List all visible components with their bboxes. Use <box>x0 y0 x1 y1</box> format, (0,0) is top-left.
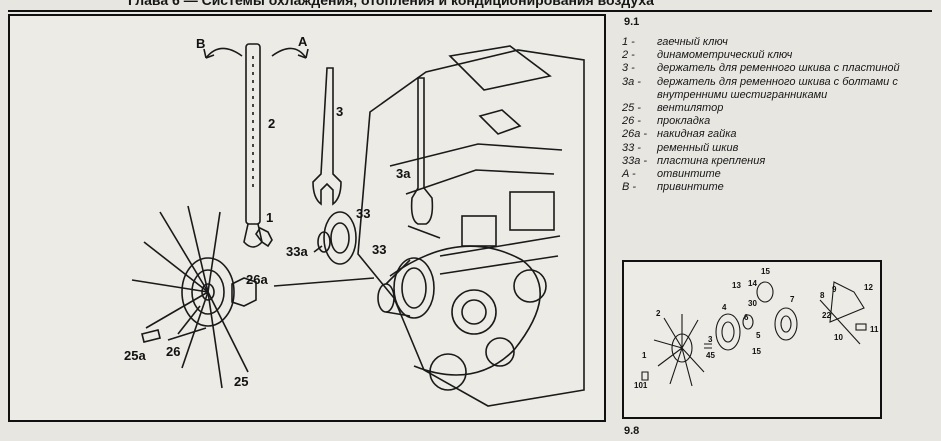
part-101: 101 <box>634 381 648 390</box>
pulley-15 <box>756 281 774 303</box>
part-22: 22 <box>822 311 831 320</box>
exploded-view-illustration: 15 13 14 30 8 9 12 4 7 22 2 6 5 3 45 15 … <box>634 267 879 390</box>
label-26: 26 <box>166 344 180 359</box>
arrow-a <box>271 47 307 59</box>
legend-item: 3 -держатель для ременного шкива с пласт… <box>622 62 900 75</box>
part-9: 9 <box>832 285 837 294</box>
wrench-1 <box>255 226 273 248</box>
part-2: 2 <box>656 309 661 318</box>
legend-item: 25 -вентилятор <box>622 102 724 115</box>
legend-item: 3a -держатель для ременного шкива с болт… <box>622 75 898 101</box>
legend-item: B -привинтите <box>622 181 724 194</box>
engine-block <box>357 49 585 407</box>
label-3a: 3a <box>396 166 411 181</box>
legend-item: 33 -ременный шкив <box>622 141 739 154</box>
label-33a: 33a <box>286 244 308 259</box>
bracket-12 <box>829 281 865 323</box>
union-nut-26a <box>231 277 257 307</box>
torque-wrench <box>245 43 261 225</box>
label-33-top: 33 <box>356 206 370 221</box>
part-5: 5 <box>756 331 761 340</box>
legend: 1 -гаечный ключ 2 -динамометрический клю… <box>622 36 922 194</box>
legend-item: 26a -накидная гайка <box>622 128 737 141</box>
bolt-25a <box>141 329 161 343</box>
pulley-holder-3a <box>410 77 434 225</box>
label-33-mid: 33 <box>372 242 386 257</box>
figure-caption-9-8: 9.8 <box>624 425 640 437</box>
engine-pulley <box>393 257 435 319</box>
figure-caption-9-1: 9.1 <box>624 16 640 28</box>
part-14: 14 <box>748 279 757 288</box>
part-45: 45 <box>706 351 715 360</box>
fan-2 <box>653 314 705 387</box>
part-11: 11 <box>870 325 879 334</box>
bolt-1 <box>641 371 649 381</box>
arrow-b <box>205 47 243 59</box>
legend-item: 2 -динамометрический ключ <box>622 49 793 62</box>
label-2: 2 <box>268 116 275 131</box>
label-b: B <box>196 36 205 51</box>
part-15b: 15 <box>752 347 761 356</box>
legend-item: 1 -гаечный ключ <box>622 36 728 48</box>
part-7: 7 <box>790 295 795 304</box>
label-1: 1 <box>266 210 273 225</box>
label-25a: 25a <box>124 348 146 363</box>
pulley-holder-3 <box>312 67 342 206</box>
label-26a: 26a <box>246 272 268 287</box>
pulley-7 <box>774 307 798 341</box>
label-3: 3 <box>336 104 343 119</box>
part-6: 6 <box>744 313 749 322</box>
legend-item: 26 -прокладка <box>622 115 711 128</box>
pulley-33 <box>323 211 357 265</box>
part-15: 15 <box>761 267 770 276</box>
washer-6 <box>742 314 754 330</box>
fan-25 <box>131 205 249 389</box>
mounting-plate-33a <box>317 231 331 253</box>
header-rule <box>8 10 932 12</box>
part-13: 13 <box>732 281 741 290</box>
part-8: 8 <box>820 291 825 300</box>
part-10: 10 <box>834 333 843 342</box>
fan-clutch-4 <box>715 313 741 351</box>
part-1: 1 <box>642 351 647 360</box>
chapter-title: Глава 6 — Системы охлаждения, отопления … <box>128 0 654 8</box>
legend-item: 33a -пластина крепления <box>622 154 766 167</box>
legend-item: A -отвинтите <box>622 168 721 181</box>
part-30: 30 <box>748 299 757 308</box>
part-12: 12 <box>864 283 873 292</box>
part-3: 3 <box>708 335 713 344</box>
main-illustration-panel: B A 2 3 3a 1 33 33a 33 26a 25a 26 25 <box>8 14 606 422</box>
label-a: A <box>298 34 308 49</box>
label-25: 25 <box>234 374 248 389</box>
exploded-view-panel: 15 13 14 30 8 9 12 4 7 22 2 6 5 3 45 15 … <box>622 260 882 419</box>
main-illustration: B A 2 3 3a 1 33 33a 33 26a 25a 26 25 <box>124 34 585 407</box>
part-4: 4 <box>722 303 727 312</box>
page-header: Глава 6 — Системы охлаждения, отопления … <box>0 0 941 10</box>
